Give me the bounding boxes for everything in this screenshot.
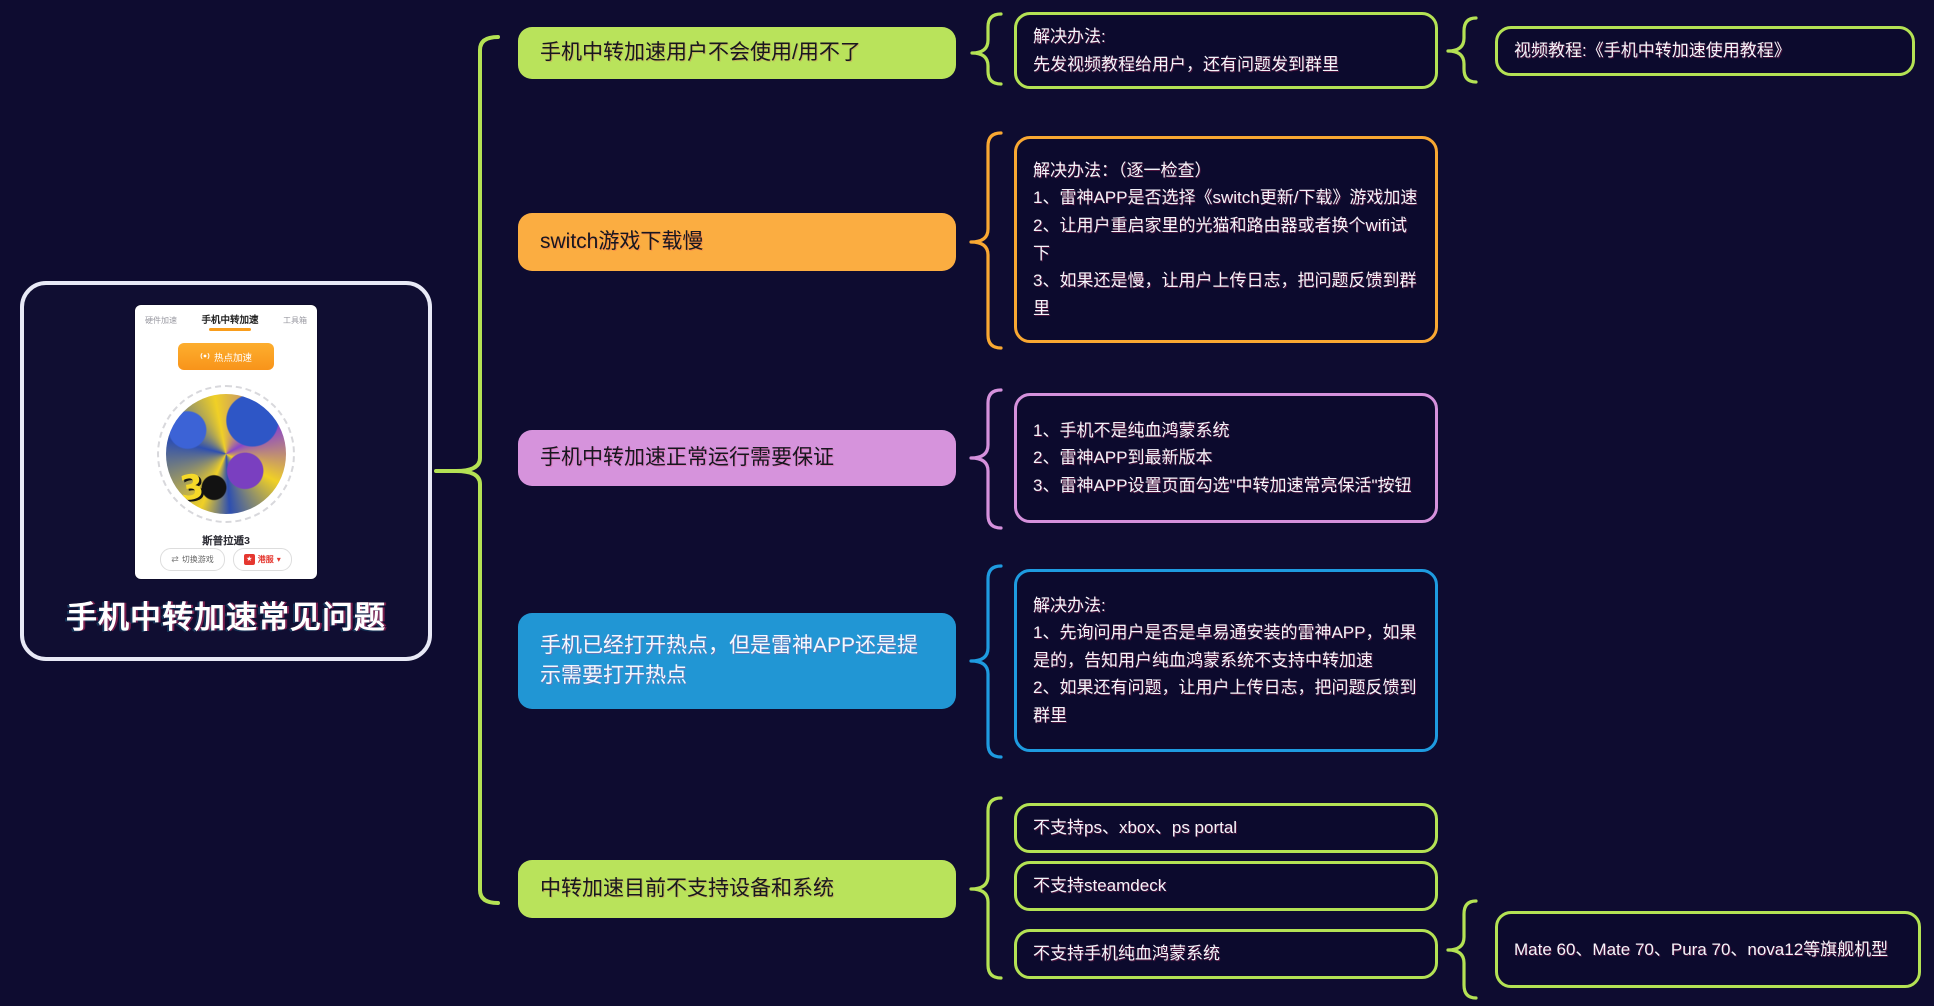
server-select-button: ★ 港服 ▾ [232, 548, 292, 571]
switch-game-label: 切换游戏 [181, 555, 214, 564]
topic-user-cannot-use[interactable]: 手机中转加速用户不会使用/用不了 [518, 27, 956, 79]
topic-unsupported-devices[interactable]: 中转加速目前不支持设备和系统 [518, 860, 956, 918]
tab-hardware-accel: 硬件加速 [145, 316, 177, 325]
hotspot-button-label: 热点加速 [213, 352, 252, 364]
answer-text: 解决办法：（逐一检查） 1、雷神APP是否选择《switch更新/下载》游戏加速… [1033, 160, 1418, 318]
answer-hotspot-still-prompting[interactable]: 解决办法: 1、先询问用户是否是卓易通安装的雷神APP，如果是的，告知用户纯血鸿… [1014, 569, 1438, 752]
answer-text: 1、手机不是纯血鸿蒙系统 2、雷神APP到最新版本 3、雷神APP设置页面勾选"… [1033, 420, 1412, 495]
topic-normal-operation-requirements[interactable]: 手机中转加速正常运行需要保证 [518, 430, 956, 486]
phone-screenshot-image[interactable]: 硬件加速 手机中转加速 工具箱 热点加速 3 斯普拉遁3 ⇄ 切换游戏 [135, 305, 317, 579]
central-topic[interactable]: 硬件加速 手机中转加速 工具箱 热点加速 3 斯普拉遁3 ⇄ 切换游戏 [20, 281, 432, 661]
brace-video [1446, 16, 1478, 84]
answer-switch-download-slow[interactable]: 解决办法：（逐一检查） 1、雷神APP是否选择《switch更新/下载》游戏加速… [1014, 136, 1438, 343]
answer-text: 解决办法: 1、先询问用户是否是卓易通安装的雷神APP，如果是的，告知用户纯血鸿… [1033, 595, 1417, 725]
topic-hotspot-still-prompting[interactable]: 手机已经打开热点，但是雷神APP还是提示需要打开热点 [518, 613, 956, 709]
detail-harmonyos-models[interactable]: Mate 60、Mate 70、Pura 70、nova12等旗舰机型 [1495, 911, 1921, 988]
server-flag-icon: ★ [243, 554, 255, 565]
brace-q2 [969, 131, 1003, 350]
game-art-ring: 3 [157, 385, 295, 523]
hotspot-accel-button: 热点加速 [178, 343, 274, 370]
answer-unsupported-ps-xbox[interactable]: 不支持ps、xbox、ps portal [1014, 803, 1438, 853]
answer-text: 不支持ps、xbox、ps portal [1033, 818, 1238, 837]
detail-text: 视频教程:《手机中转加速使用教程》 [1514, 41, 1791, 60]
brace-models [1446, 899, 1478, 1000]
detail-video-tutorial[interactable]: 视频教程:《手机中转加速使用教程》 [1495, 26, 1915, 76]
splatoon3-artwork: 3 [166, 394, 286, 514]
switch-game-button: ⇄ 切换游戏 [160, 548, 225, 571]
brace-central [454, 35, 500, 905]
tab-phone-relay-accel: 手机中转加速 [201, 312, 259, 331]
brace-q5 [969, 796, 1003, 980]
detail-text: Mate 60、Mate 70、Pura 70、nova12等旗舰机型 [1514, 939, 1889, 959]
topic-label: 手机已经打开热点，但是雷神APP还是提示需要打开热点 [540, 633, 919, 687]
topic-switch-download-slow[interactable]: switch游戏下载慢 [518, 213, 956, 271]
answer-user-cannot-use[interactable]: 解决办法: 先发视频教程给用户，还有问题发到群里 [1014, 12, 1438, 90]
caret-down-icon: ▾ [276, 555, 281, 564]
brace-q1 [970, 12, 1003, 86]
central-topic-title: 手机中转加速常见问题 [66, 600, 386, 635]
hotspot-icon [200, 351, 210, 363]
answer-normal-operation-requirements[interactable]: 1、手机不是纯血鸿蒙系统 2、雷神APP到最新版本 3、雷神APP设置页面勾选"… [1014, 393, 1438, 523]
swap-icon: ⇄ [171, 554, 179, 564]
answer-text: 不支持steamdeck [1033, 876, 1167, 895]
brace-q4 [969, 564, 1003, 759]
game-name-label: 斯普拉遁3 [202, 535, 250, 547]
topic-label: 中转加速目前不支持设备和系统 [540, 876, 834, 900]
phone-bottom-buttons: ⇄ 切换游戏 ★ 港服 ▾ [135, 548, 317, 571]
answer-text: 不支持手机纯血鸿蒙系统 [1033, 944, 1220, 963]
answer-unsupported-steamdeck[interactable]: 不支持steamdeck [1014, 861, 1438, 911]
server-label: 港服 [257, 555, 274, 564]
brace-q3 [969, 388, 1003, 530]
phone-tab-bar: 硬件加速 手机中转加速 工具箱 [135, 312, 317, 331]
topic-label: 手机中转加速用户不会使用/用不了 [540, 40, 861, 64]
answer-text: 解决办法: 先发视频教程给用户，还有问题发到群里 [1033, 27, 1339, 74]
splatoon3-number: 3 [177, 466, 207, 510]
tab-toolbox: 工具箱 [282, 316, 307, 325]
topic-label: switch游戏下载慢 [540, 229, 704, 253]
answer-unsupported-harmonyos[interactable]: 不支持手机纯血鸿蒙系统 [1014, 929, 1438, 979]
topic-label: 手机中转加速正常运行需要保证 [540, 445, 834, 469]
